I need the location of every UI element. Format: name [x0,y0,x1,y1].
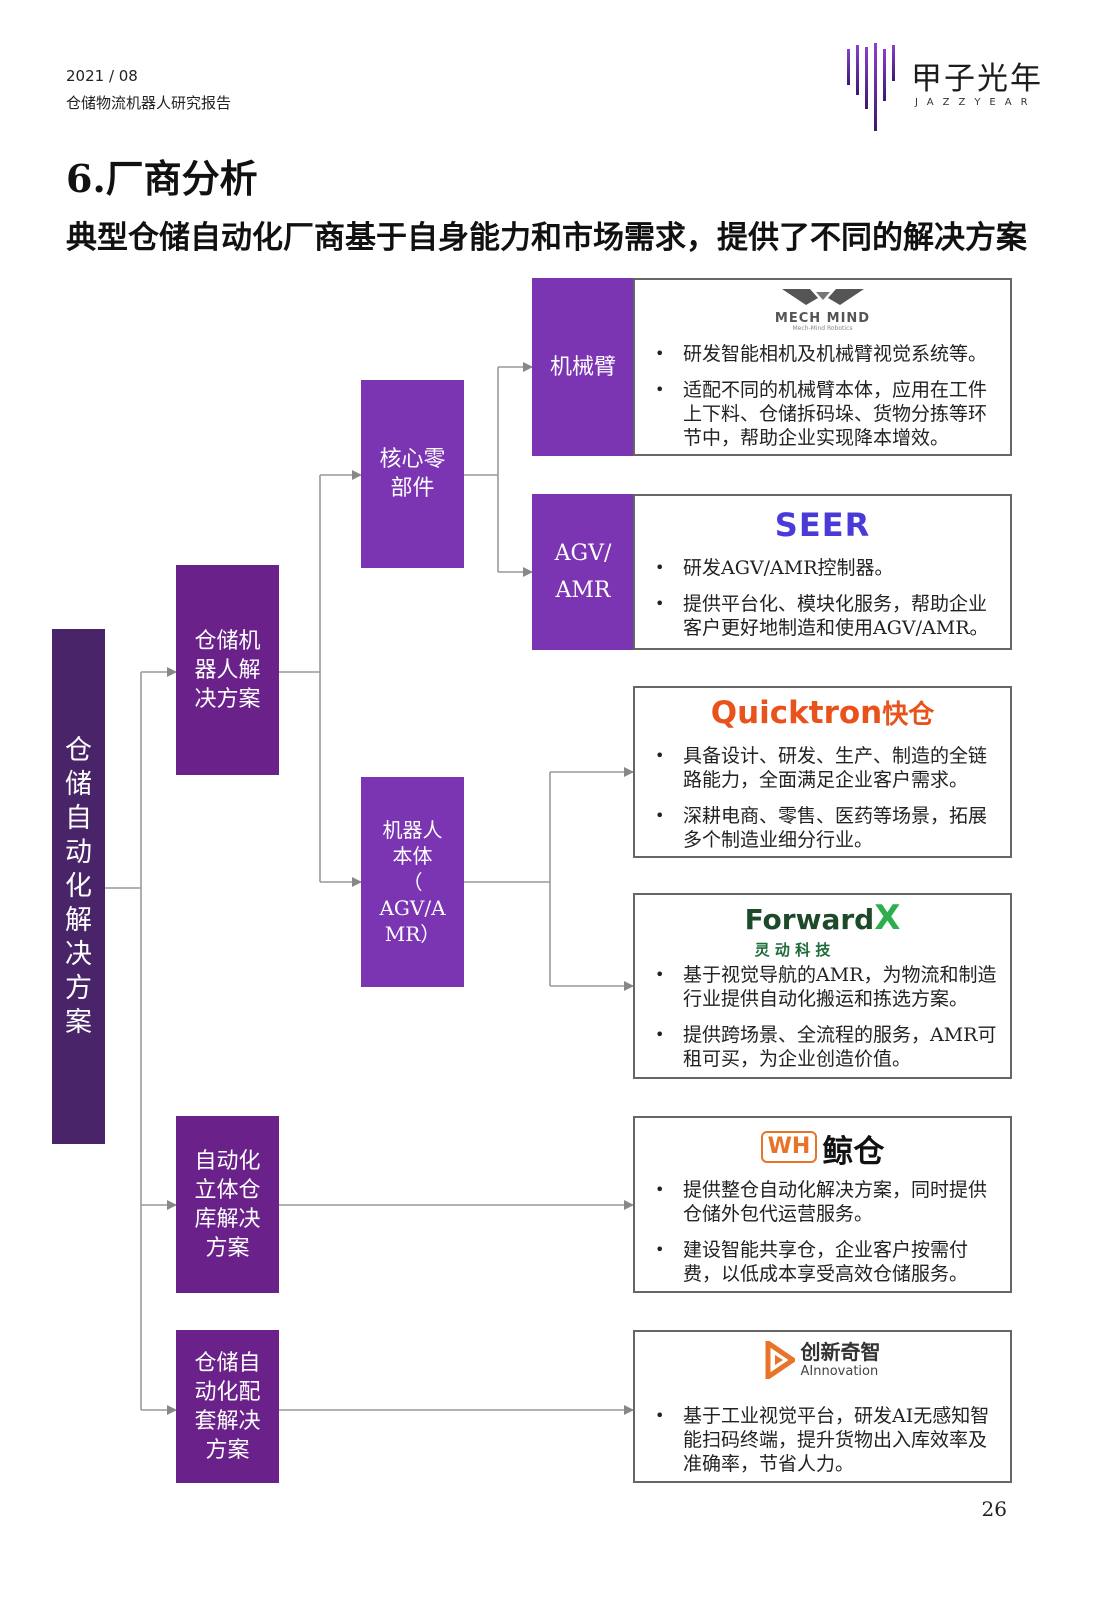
mechmind-logo-tag: Mech-Mind Robotics [792,325,853,332]
vendor-card-whale: WH 鲸仓 •提供整仓自动化解决方案，同时提供仓储外包代运营服务。 •建设智能共… [633,1116,1012,1293]
root-label: 仓储自动化解决方案 [65,734,92,1038]
forwardx-bullets: •基于视觉导航的AMR，为物流和制造行业提供自动化搬运和拣选方案。 •提供跨场景… [655,963,1002,1083]
list-item: •基于工业视觉平台，研发AI无感知智能扫码终端，提升货物出入库效率及准确率，节省… [655,1405,990,1475]
list-item: •提供平台化、模块化服务，帮助企业客户更好地制造和使用AGV/AMR。 [655,593,989,639]
brand-name-en: JAZZYEAR [915,97,1037,108]
page-number: 26 [981,1497,1007,1521]
core-parts-node: 核心零 部件 [361,380,464,568]
whale-bullets: •提供整仓自动化解决方案，同时提供仓储外包代运营服务。 •建设智能共享仓，企业客… [655,1178,1002,1298]
report-name: 仓储物流机器人研究报告 [66,94,232,112]
seer-bullets: •研发AGV/AMR控制器。 •提供平台化、模块化服务，帮助企业客户更好地制造和… [655,556,1002,652]
whale-logo: WH 鲸仓 [635,1126,1010,1171]
ainnovation-logo-en: AInnovation [800,1364,879,1379]
whale-logo-en: WH [760,1131,818,1163]
mechmind-wing-icon [781,289,864,305]
forwardx-logo-cn: 灵 动 科 技 [754,941,831,959]
arm-label: 机械臂 [549,354,616,380]
page-subtitle: 典型仓储自动化厂商基于自身能力和市场需求，提供了不同的解决方案 [66,220,1027,256]
ainnovation-logo: 创新奇智 AInnovation [635,1340,1010,1383]
list-item: •具备设计、研发、生产、制造的全链路能力，全面满足企业客户需求。 [655,745,988,791]
list-item: •研发AGV/AMR控制器。 [655,557,894,579]
list-item: •基于视觉导航的AMR，为物流和制造行业提供自动化搬运和拣选方案。 [655,964,997,1010]
root-node: 仓储自动化解决方案 [52,629,105,1144]
list-item: •适配不同的机械臂本体，应用在工件上下料、仓储拆码垛、货物分拣等环节中，帮助企业… [655,379,988,449]
brand-name-cn: 甲子光年 [911,61,1043,97]
supporting-node: 仓储自 动化配 套解决 方案 [176,1330,279,1483]
list-item: •提供跨场景、全流程的服务，AMR可租可买，为企业创造价值。 [655,1024,997,1070]
report-date: 2021 / 08 [66,67,138,85]
brand-logo: 甲子光年 JAZZYEAR [845,43,1060,133]
vendor-card-forwardx: ForwardX 灵 动 科 技 •基于视觉导航的AMR，为物流和制造行业提供自… [633,893,1012,1079]
list-item: •提供整仓自动化解决方案，同时提供仓储外包代运营服务。 [655,1179,988,1225]
whale-logo-cn: 鲸仓 [822,1134,885,1170]
mechmind-bullets: •研发智能相机及机械臂视觉系统等。 •适配不同的机械臂本体，应用在工件上下料、仓… [655,342,1002,462]
list-item: •深耕电商、零售、医药等场景，拓展多个制造业细分行业。 [655,805,988,851]
brand-bars-icon [847,43,895,131]
list-item: •研发智能相机及机械臂视觉系统等。 [655,343,988,365]
agv-node: AGV/ AMR [532,494,634,650]
forwardx-logo-en: Forward [744,903,875,936]
stereo-warehouse-label: 自动化 立体仓 库解决 方案 [194,1148,261,1261]
robot-body-node: 机器人 本体 （ AGV/A MR） [361,777,464,987]
supporting-label: 仓储自 动化配 套解决 方案 [194,1350,261,1463]
quicktron-logo-cn: 快仓 [882,700,935,730]
vendor-card-quicktron: Quicktron快仓 •具备设计、研发、生产、制造的全链路能力，全面满足企业客… [633,686,1012,858]
seer-logo-text: SEER [774,506,871,544]
vendor-card-ainnovation: 创新奇智 AInnovation •基于工业视觉平台，研发AI无感知智能扫码终端… [633,1330,1012,1483]
quicktron-logo-en: Quicktron [710,695,883,731]
section-title: 6.厂商分析 [66,156,258,201]
mechmind-logo-text: MECH MIND [774,311,871,326]
robot-body-label: 机器人 本体 （ AGV/A MR） [379,818,446,946]
list-item: •建设智能共享仓，企业客户按需付费，以低成本享受高效仓储服务。 [655,1239,969,1285]
forwardx-logo: ForwardX 灵 动 科 技 [635,901,1010,959]
seer-logo: SEER [635,506,1010,544]
quicktron-bullets: •具备设计、研发、生产、制造的全链路能力，全面满足企业客户需求。 •深耕电商、零… [655,744,1002,864]
quicktron-logo: Quicktron快仓 [635,694,1010,731]
robot-solution-label: 仓储机 器人解 决方案 [194,628,261,712]
forwardx-logo-x: X [874,898,901,938]
core-parts-label: 核心零 部件 [379,447,446,501]
vendor-card-seer: SEER •研发AGV/AMR控制器。 •提供平台化、模块化服务，帮助企业客户更… [633,494,1012,650]
robot-solution-node: 仓储机 器人解 决方案 [176,565,279,775]
stereo-warehouse-node: 自动化 立体仓 库解决 方案 [176,1116,279,1293]
ainnovation-bullets: •基于工业视觉平台，研发AI无感知智能扫码终端，提升货物出入库效率及准确率，节省… [655,1404,1002,1488]
agv-label: AGV/ AMR [554,541,612,603]
arm-node: 机械臂 [532,278,634,456]
vendor-card-mechmind: MECH MIND Mech-Mind Robotics •研发智能相机及机械臂… [633,278,1012,456]
ainnovation-logo-cn: 创新奇智 [800,1340,881,1364]
ainnovation-play-icon [765,1341,795,1379]
mechmind-logo: MECH MIND Mech-Mind Robotics [635,286,1010,333]
